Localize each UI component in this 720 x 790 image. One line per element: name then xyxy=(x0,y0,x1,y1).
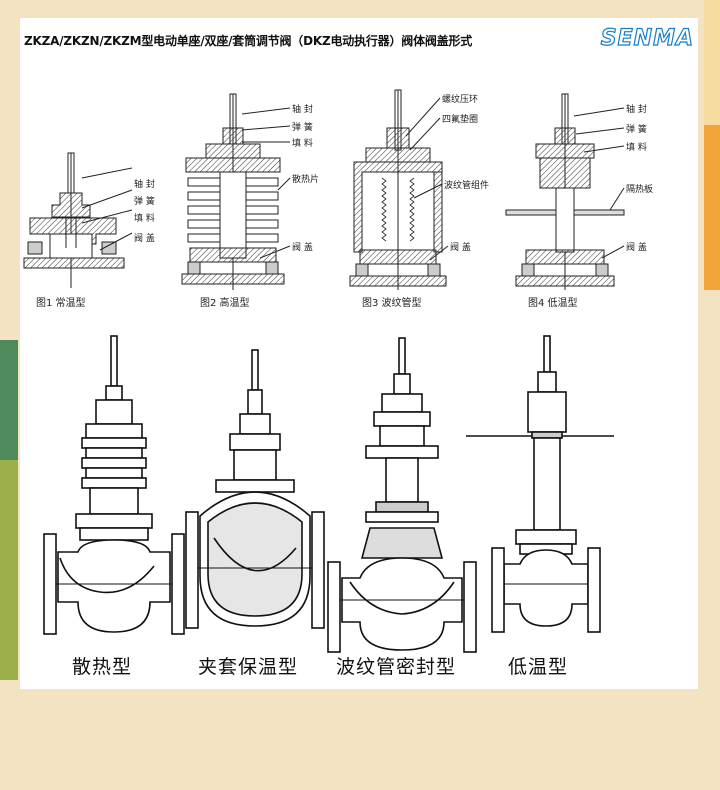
left-stripe-green xyxy=(0,340,18,460)
valve-drawings xyxy=(23,89,625,653)
diagram-panel: ZKZA/ZKZN/ZKZM型电动单座/双座/套筒调节阀（DKZ电动执行器）阀体… xyxy=(20,18,698,689)
fig4-label-bonnet: 阀 盖 xyxy=(626,243,647,253)
valve-low-temp xyxy=(466,335,614,633)
fig1-label-shaft-seal: 轴 封 xyxy=(134,180,155,190)
fig3-caption: 图3 波纹管型 xyxy=(362,298,422,309)
fig4-label-packing: 填 料 xyxy=(626,143,647,153)
fig3-label-ptfe-gasket: 四氟垫圈 xyxy=(442,115,479,125)
caption-low-temp-type: 低温型 xyxy=(508,656,569,678)
fig4-label-insulation-plate: 隔热板 xyxy=(626,185,654,195)
valve-jacketed xyxy=(185,349,325,629)
fig3-label-bellows-assembly: 波纹管组件 xyxy=(444,181,490,191)
caption-bellows-seal-type: 波纹管密封型 xyxy=(336,656,457,678)
right-stripe-light xyxy=(704,0,720,130)
caption-jacketed-type: 夹套保温型 xyxy=(198,656,299,678)
senma-logo: SENMA xyxy=(600,25,694,51)
fig2-label-fins: 散热片 xyxy=(292,175,320,185)
fig1-label-bonnet: 阀 盖 xyxy=(134,234,155,244)
fig4-label-spring: 弹 簧 xyxy=(626,125,647,135)
fig2-label-shaft-seal: 轴 封 xyxy=(292,105,313,115)
fig2-high-temp xyxy=(181,93,291,290)
caption-radiator-type: 散热型 xyxy=(72,656,133,678)
fig4-caption: 图4 低温型 xyxy=(528,298,578,309)
valve-radiator xyxy=(43,335,185,635)
fig3-label-thread-ring: 螺纹压环 xyxy=(442,95,479,105)
fig4-label-shaft-seal: 轴 封 xyxy=(626,105,647,115)
right-stripe-orange xyxy=(704,125,720,290)
fig2-label-spring: 弹 簧 xyxy=(292,123,313,133)
fig2-caption: 图2 高温型 xyxy=(200,298,250,309)
valve-bellows-seal xyxy=(327,337,477,653)
fig2-label-bonnet: 阀 盖 xyxy=(292,243,313,253)
fig1-caption: 图1 常温型 xyxy=(36,298,86,309)
left-stripe-olive xyxy=(0,460,18,680)
fig4-low-temp xyxy=(505,93,625,290)
fig2-label-packing: 填 料 xyxy=(292,139,313,149)
fig1-normal-temp xyxy=(23,152,133,288)
fig1-label-spring: 弹 簧 xyxy=(134,197,155,207)
fig1-label-packing: 填 料 xyxy=(134,214,155,224)
page-title: ZKZA/ZKZN/ZKZM型电动单座/双座/套筒调节阀（DKZ电动执行器）阀体… xyxy=(24,34,473,48)
fig3-bellows xyxy=(349,89,449,290)
fig3-label-bonnet: 阀 盖 xyxy=(450,243,471,253)
